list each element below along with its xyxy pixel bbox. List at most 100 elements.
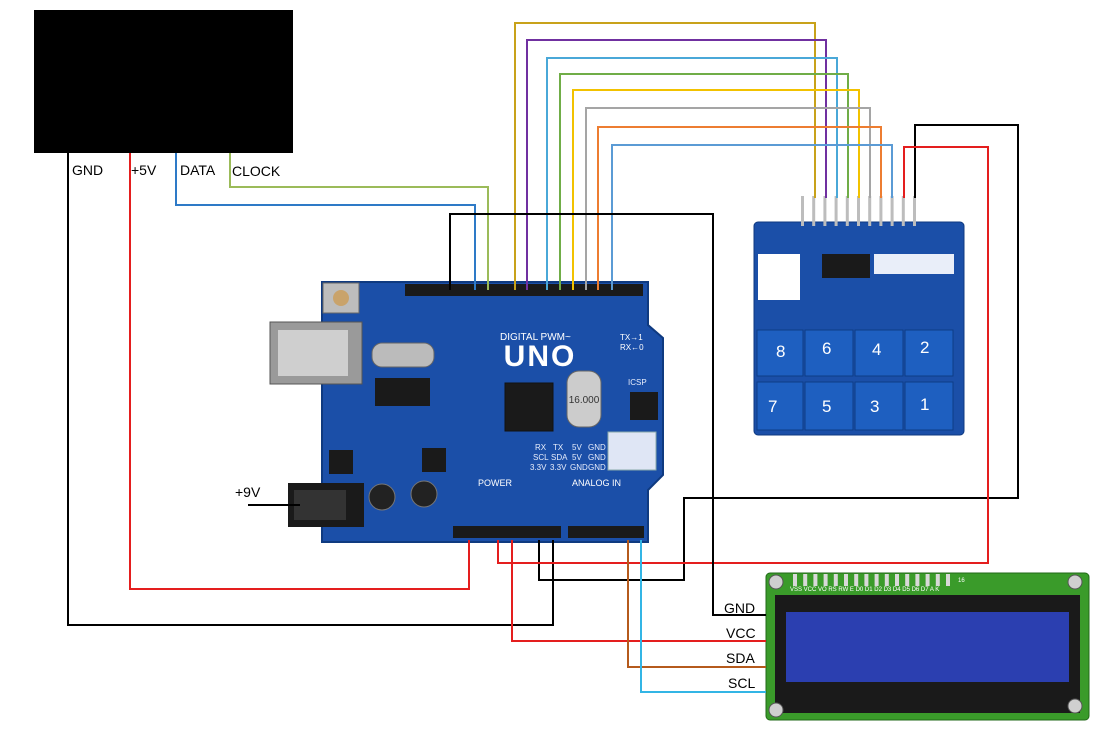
pad-6 [804, 329, 854, 377]
digital-header [405, 284, 643, 296]
keypad-pin [812, 196, 816, 226]
keypad-pin [868, 196, 872, 226]
lcd-pin [813, 574, 818, 586]
lcd-pin [915, 574, 920, 586]
capacitor-1 [368, 483, 396, 511]
lcd-pin [793, 574, 797, 586]
keypad-pin [901, 196, 905, 226]
label-clock: CLOCK [232, 163, 281, 179]
keyboard-pin-labels: GND +5V DATA CLOCK [72, 162, 281, 179]
lcd-header-text: VSS VCC VO RS RW E D0 D1 D2 D3 D4 D5 D6 … [790, 587, 939, 593]
keypad-pin [890, 196, 894, 226]
power-label: POWER [478, 478, 513, 488]
wire-kbd-data [175, 153, 476, 290]
lcd-pin [803, 574, 808, 586]
pad-7 [756, 381, 804, 431]
digital-pwm-label: DIGITAL PWM~ [500, 332, 571, 343]
lcd-pin [823, 574, 828, 586]
icsp-header [630, 392, 658, 420]
atmega-chip [504, 382, 554, 432]
wire-kbd-5v [129, 153, 470, 590]
touch-keypad-module: 8 6 4 2 7 5 3 1 [753, 196, 965, 436]
keyboard-module [34, 10, 293, 153]
hdr-r1c0: SCL [533, 453, 549, 462]
icsp-label: ICSP [628, 378, 647, 387]
hdr-r0c3: GND [588, 443, 606, 452]
wire-keypad-out2 [526, 39, 827, 290]
hdr-r2c0: 3.3V [530, 463, 547, 472]
hdr-r2c2: GND [570, 463, 588, 472]
wire-lcd-sda [627, 540, 766, 668]
keypad-pin [801, 196, 804, 226]
uno-label: UNO [504, 340, 577, 373]
pad-4 [854, 329, 904, 377]
capacitor-2 [410, 480, 438, 508]
label-9v: +9V [235, 484, 261, 500]
lcd-pin-count: 16 [958, 578, 965, 584]
pad-label-5: 5 [822, 397, 831, 416]
wire-keypad-out8 [611, 144, 893, 290]
label-5v: +5V [131, 162, 157, 178]
keypad-pads: 8 6 4 2 7 5 3 1 [756, 329, 954, 431]
crystal-label: 16.000 [569, 395, 600, 406]
pad-label-4: 4 [872, 340, 881, 359]
lcd-pin [884, 574, 889, 586]
wire-keypad-out1 [514, 22, 816, 290]
lcd-pin [874, 574, 879, 586]
keypad-controller-chip [822, 254, 870, 278]
usb-interface-chip [375, 378, 430, 406]
header-pin-labels: RX TX 5V GND SCL SDA 5V GND 3.3V 3.3V GN… [530, 443, 606, 472]
analog-header [568, 526, 644, 538]
lcd-pin [854, 574, 859, 586]
lcd-pin [864, 574, 869, 586]
lcd-mount-br [1067, 698, 1083, 714]
lcd-pin [925, 574, 930, 586]
lcd-label-gnd: GND [724, 600, 755, 616]
keypad-pin [857, 196, 860, 226]
arduino-uno-board: 16.000 ICSP UNO DIGITAL PWM~ TX→1 RX←0 P… [269, 281, 664, 543]
keypad-pin [834, 196, 838, 226]
lcd-pin [844, 574, 848, 586]
hdr-r1c2: 5V [572, 453, 582, 462]
keypad-pin-header [801, 196, 916, 226]
label-data: DATA [180, 162, 216, 178]
lcd-pin [946, 574, 950, 586]
hdr-r0c2: 5V [572, 443, 582, 452]
pad-2 [904, 329, 954, 377]
keypad-resistors [874, 254, 954, 274]
rx-label: RX←0 [620, 343, 644, 352]
hdr-r1c3: GND [588, 453, 606, 462]
lcd-mount-tl [768, 574, 784, 590]
power-header [453, 526, 561, 538]
pad-label-3: 3 [870, 397, 879, 416]
pad-3 [854, 381, 904, 431]
hdr-r0c1: TX [553, 443, 564, 452]
crystal-oscillator [371, 342, 435, 368]
lcd-pin [895, 574, 899, 586]
lcd-pin-header [793, 574, 950, 586]
wire-keypad-out6 [585, 107, 871, 290]
reset-button-cap [333, 290, 349, 306]
crystal-16mhz [566, 370, 602, 428]
keypad-pin [845, 196, 849, 226]
label-gnd: GND [72, 162, 103, 178]
tx-label: TX→1 [620, 333, 643, 342]
lcd-pin [935, 574, 940, 586]
lcd-mount-tr [1067, 574, 1083, 590]
regulator-chip [329, 450, 353, 474]
lcd-pin [833, 574, 838, 586]
lcd-label-sda: SDA [726, 650, 755, 666]
pad-label-6: 6 [822, 339, 831, 358]
keypad-jumper-area [758, 254, 800, 300]
wire-keypad-out4 [559, 73, 849, 290]
hdr-r2c1: 3.3V [550, 463, 567, 472]
wires [67, 22, 1019, 693]
keypad-pin [913, 196, 916, 226]
wire-lcd-scl [640, 540, 766, 693]
keypad-pin [823, 196, 827, 226]
lcd-label-vcc: VCC [726, 625, 756, 641]
wire-lcd-vcc [511, 540, 766, 642]
keypad-pin [879, 196, 883, 226]
pad-5 [804, 381, 854, 431]
